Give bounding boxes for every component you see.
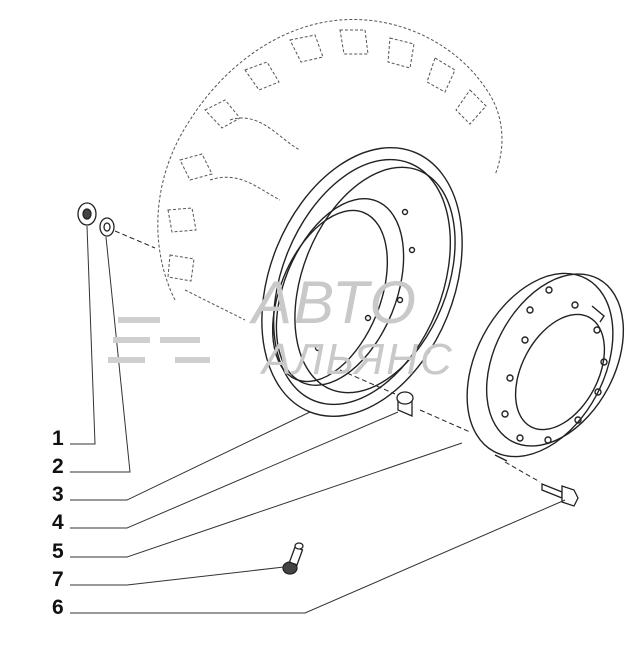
callout-2: 2: [52, 455, 64, 478]
spacer-bush-part: [396, 391, 414, 417]
watermark-line2: АЛЬЯНС: [262, 335, 454, 384]
callout-1: 1: [52, 427, 64, 450]
wheel-rim: [261, 146, 463, 418]
callout-7: 7: [52, 568, 64, 591]
callout-5: 5: [52, 540, 64, 563]
nut-axis-line: [114, 230, 156, 249]
bolt-part: [541, 483, 579, 507]
bush-axis-line: [339, 369, 396, 395]
wheel-disc: [466, 272, 625, 462]
leader-lines: [70, 225, 566, 614]
tyre-outline: [157, 18, 503, 321]
callout-4: 4: [52, 511, 64, 534]
callout-6: 6: [52, 596, 64, 619]
watermark-line1: АВТО: [252, 269, 419, 336]
nut-part: [77, 202, 97, 226]
bolt-axis-line: [504, 461, 541, 483]
washer-part: [99, 217, 115, 237]
bush-axis-line-2: [419, 409, 471, 433]
watermark-logo-mark: [108, 317, 210, 363]
callout-3: 3: [52, 483, 64, 506]
valve-part: [282, 542, 304, 575]
